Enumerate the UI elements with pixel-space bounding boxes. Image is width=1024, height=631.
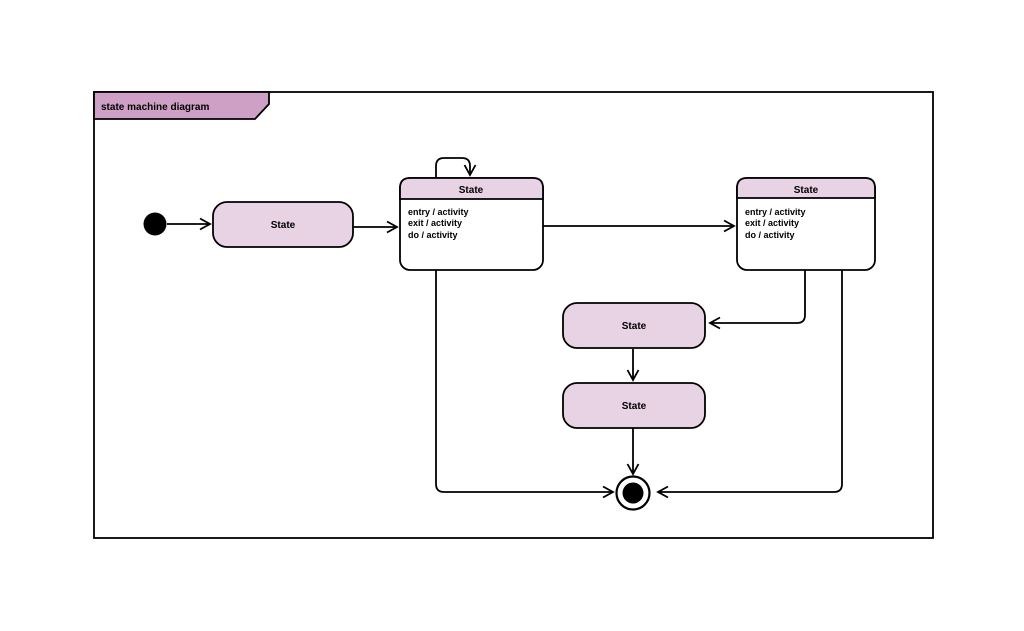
- frame-title-tab: [93, 91, 270, 120]
- state-node-2: State: [562, 302, 706, 349]
- transition-composite-left-to-final: [435, 270, 615, 499]
- state-node-2-body: [562, 302, 706, 349]
- transition-self-loop-composite-left: [435, 157, 477, 177]
- state-node-3-label: State: [622, 401, 647, 412]
- frame-title: state machine diagram: [101, 102, 209, 113]
- final-state-inner-dot: [622, 482, 644, 504]
- composite-state-left-entry-activity: entry / activity: [408, 207, 469, 217]
- transition-composite-right-to-final: [656, 270, 843, 499]
- state-node-3-body: [562, 382, 706, 429]
- final-state-icon: [615, 475, 651, 511]
- composite-state-left-do-activity: do / activity: [408, 230, 458, 240]
- state-node-3: State: [562, 382, 706, 429]
- initial-state-icon: [143, 212, 167, 236]
- composite-state-left-exit-activity: exit / activity: [408, 218, 462, 228]
- composite-state-right-exit-activity: exit / activity: [745, 218, 799, 228]
- state-node-2-label: State: [622, 321, 647, 332]
- composite-state-right-label: State: [794, 185, 819, 196]
- composite-state-right-header: [736, 177, 876, 199]
- transition-composite-right-to-state2: [708, 270, 806, 330]
- diagram-frame-border: [93, 91, 934, 539]
- composite-state-right: State entry / activity exit / activity d…: [736, 177, 876, 271]
- state-node-1-label: State: [271, 220, 296, 231]
- composite-state-left: State entry / activity exit / activity d…: [399, 177, 544, 271]
- composite-state-left-header: [399, 177, 544, 200]
- composite-state-right-entry-activity: entry / activity: [745, 207, 806, 217]
- composite-state-right-do-activity: do / activity: [745, 230, 795, 240]
- composite-state-left-label: State: [459, 185, 484, 196]
- state-node-1: State: [212, 201, 354, 248]
- state-node-1-body: [212, 201, 354, 248]
